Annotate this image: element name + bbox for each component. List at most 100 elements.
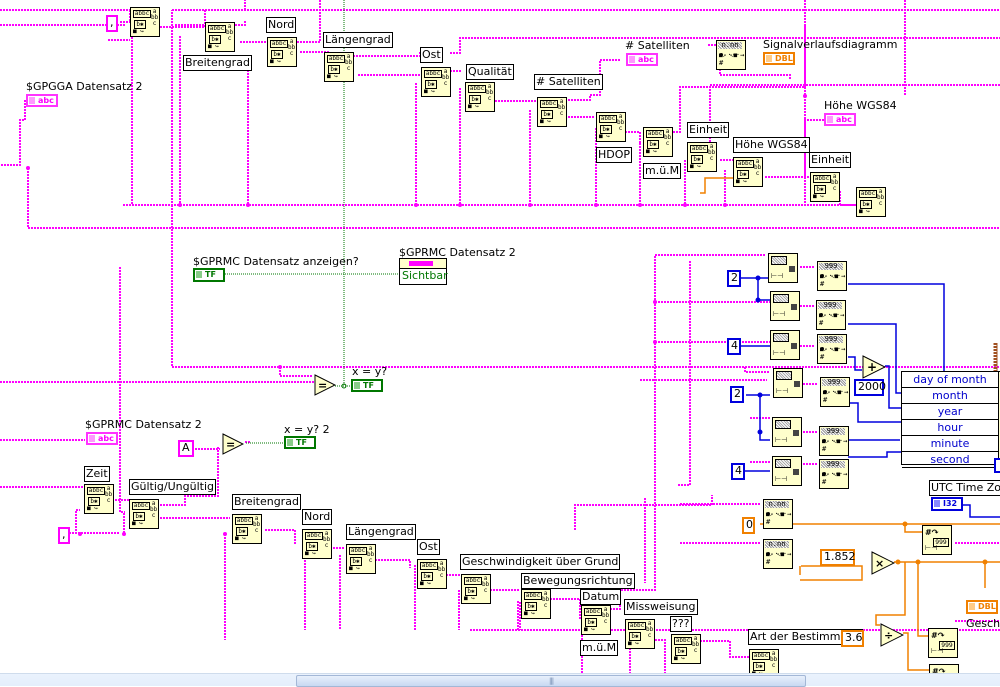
property-sichtbar: Sichtbar <box>402 269 448 282</box>
divide-function[interactable]: ÷ <box>880 623 904 647</box>
bundle-field-second[interactable]: second <box>902 452 998 468</box>
utc-label: UTC Time Zone <box>929 480 1000 496</box>
knot-factor-constant[interactable]: 1.852 <box>820 549 856 566</box>
compare1-boolean-indicator[interactable]: TF <box>351 379 383 392</box>
field-label-missweisung: Missweisung <box>624 599 698 615</box>
decimal-string-to-number-node[interactable]: 999■↗ ↖■⊙ ···→ # <box>819 459 849 489</box>
svg-text:×: × <box>875 557 884 570</box>
fract-exp-string-to-number-node[interactable]: n.nn■↗ ↖■⊙ ···→ # <box>763 499 793 529</box>
length-constant-4b[interactable]: 4 <box>731 463 745 480</box>
speed-dbl-indicator[interactable]: DBL <box>966 600 998 614</box>
bundle-field-minute[interactable]: minute <box>902 436 998 452</box>
number-to-decimal-string-node[interactable]: #↷999⊢⊣ <box>922 525 952 555</box>
decimal-string-to-number-node[interactable]: 999■↗ ↖■⊙ ···→ # <box>820 377 850 407</box>
bundle-by-name-date-time[interactable]: day of month month year hour minute seco… <box>901 371 1000 468</box>
height-string-indicator[interactable]: abc <box>824 113 856 126</box>
bundle-field-hour[interactable]: hour <box>902 420 998 436</box>
field-label-unknown: ??? <box>670 616 692 632</box>
height-indicator-label: Höhe WGS84 <box>824 99 897 112</box>
gprmc-string-indicator[interactable]: abc <box>86 432 118 445</box>
add-function[interactable]: + <box>862 355 886 379</box>
a-constant[interactable]: A <box>178 440 194 457</box>
decimal-string-to-number-node[interactable]: 999■↗ ↖■⊙ ···→ # <box>817 261 847 291</box>
property-node-label: $GPRMC Datensatz 2 <box>399 246 516 259</box>
visibility-boolean-control[interactable]: TF <box>193 268 225 282</box>
fract-exp-string-to-number-node[interactable]: n.nn■↗ ↖■⊙ ···→ # <box>716 40 746 70</box>
compare2-boolean-indicator[interactable]: TF <box>284 436 316 449</box>
field-label-qualitaet: Qualität <box>466 64 514 80</box>
equal-function-1[interactable]: = <box>314 374 336 396</box>
string-wires <box>0 0 1000 673</box>
gprmc-comma-constant[interactable]: , <box>58 527 70 544</box>
gprmc-indicator-label: $GPRMC Datensatz 2 <box>85 418 202 431</box>
scrollbar-thumb[interactable]: ||| <box>296 675 806 687</box>
horizontal-scrollbar[interactable]: ||| <box>0 673 1000 687</box>
fract-exp-string-to-number-node[interactable]: n.nn■↗ ↖■⊙ ···→ # <box>763 539 793 569</box>
decimal-string-to-number-node[interactable]: 999■↗ ↖■⊙ ···→ # <box>816 300 846 330</box>
year-offset-constant[interactable]: 2000 <box>854 379 886 396</box>
field-label-mum-rmc: m.ü.M <box>580 640 619 656</box>
field-label-datum: Datum <box>580 589 622 605</box>
field-label-hdop: HDOP <box>596 147 633 163</box>
equal-function-2[interactable]: = <box>222 433 244 455</box>
length-constant-2b[interactable]: 2 <box>730 386 744 403</box>
number-to-decimal-string-node[interactable]: #↷999⊢⊣ <box>928 628 958 658</box>
string-subset-node[interactable]: ⊢⊣ <box>770 291 800 321</box>
length-constant-4[interactable]: 4 <box>727 338 741 355</box>
utc-time-zone-control[interactable]: I32 <box>931 497 963 511</box>
string-subset-node[interactable]: ⊢⊣ <box>772 417 802 447</box>
multiply-function[interactable]: × <box>871 551 895 575</box>
chart-dbl-indicator[interactable]: DBL <box>763 52 795 65</box>
scrollbar-grip-icon: ||| <box>549 677 554 685</box>
bundle-field-month[interactable]: month <box>902 388 998 404</box>
visibility-property-node[interactable]: Sichtbar <box>399 258 448 285</box>
string-subset-node[interactable]: ⊢⊣ <box>770 330 800 360</box>
length-constant-2[interactable]: 2 <box>727 270 741 287</box>
decimal-string-to-number-node[interactable]: 999■↗ ↖■⊙ ···→ # <box>817 334 847 364</box>
svg-text:+: + <box>867 360 877 374</box>
kmh-divisor-constant[interactable]: 3.6 <box>841 630 864 647</box>
bundle-field-year[interactable]: year <box>902 404 998 420</box>
number-to-decimal-string-node[interactable]: #↷ <box>929 664 959 673</box>
svg-text:÷: ÷ <box>884 629 893 642</box>
string-subset-node[interactable]: ⊢⊣ <box>772 456 802 486</box>
field-label-breitengrad-rmc: Breitengrad <box>232 494 301 510</box>
string-subset-node[interactable]: ⊢⊣ <box>768 253 798 283</box>
gpgga-string-indicator[interactable]: abc <box>26 94 58 107</box>
svg-text:=: = <box>226 438 235 451</box>
zero-constant[interactable]: 0 <box>742 517 755 534</box>
satellites-string-indicator[interactable]: abc <box>626 53 658 66</box>
bundle-field-day[interactable]: day of month <box>902 372 998 388</box>
decimal-string-to-number-node[interactable]: 999■↗ ↖■⊙ ···→ # <box>819 426 849 456</box>
gpgga-comma-constant[interactable]: , <box>106 15 118 32</box>
partial-constant[interactable] <box>994 458 1000 473</box>
field-label-einheit: Einheit <box>687 122 730 138</box>
string-subset-node[interactable]: ⊢⊣ <box>773 368 803 398</box>
